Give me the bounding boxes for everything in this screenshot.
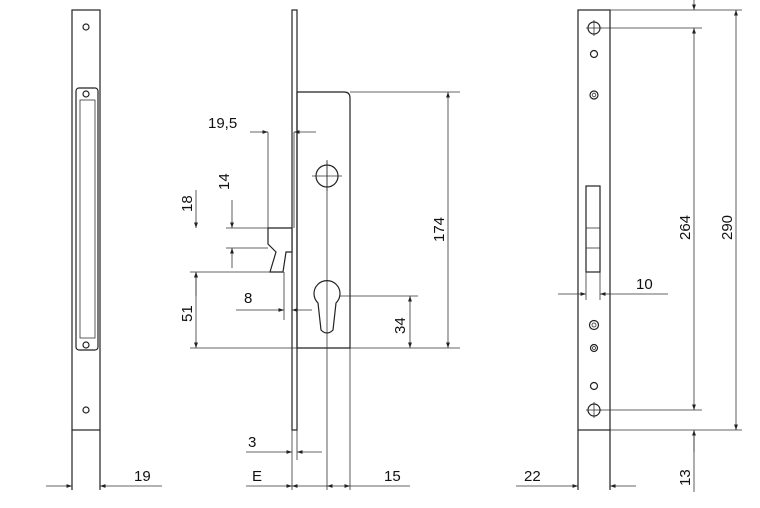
dim-case-depth: 15 (384, 468, 401, 485)
rivet-icon (82, 90, 90, 98)
lock-rear-view: 22 10 264 290 13 (516, 0, 742, 492)
screw-hole-icon (82, 23, 90, 31)
dim-case-height: 174 (431, 217, 448, 242)
dim-latch-height-small: 14 (216, 173, 233, 190)
dim-latch-projection: 19,5 (208, 115, 237, 132)
screw-hole-icon (589, 49, 599, 59)
rivet-icon (82, 341, 90, 349)
dim-screw-spacing: 264 (677, 215, 694, 240)
dim-spindle-width: 10 (636, 276, 653, 293)
latch-bolt (267, 227, 293, 273)
dim-faceplate-length: 290 (719, 215, 736, 240)
cylinder-profile-icon (313, 280, 341, 334)
bolt-window (585, 185, 601, 273)
faceplate-front-view: 19 (46, 9, 162, 490)
rivet-icon (589, 343, 599, 353)
dim-rear-width: 22 (524, 468, 541, 485)
rivet-icon (588, 319, 600, 331)
dim-latch-height: 18 (179, 195, 196, 212)
lock-side-view: 19,5 14 18 51 8 174 34 3 (179, 9, 460, 490)
screw-hole-icon (82, 406, 90, 414)
dim-faceplate-thickness: 3 (248, 434, 256, 451)
dim-backset-symbol: E (252, 468, 262, 485)
dim-end-offset: 13 (677, 469, 694, 486)
screw-hole-icon (589, 381, 599, 391)
dim-bolt-gap: 8 (244, 290, 252, 307)
dim-cylinder-offset: 34 (392, 317, 409, 334)
dim-faceplate-width: 19 (134, 468, 151, 485)
rivet-icon (589, 90, 599, 100)
dim-latch-to-cylinder: 51 (179, 305, 196, 322)
